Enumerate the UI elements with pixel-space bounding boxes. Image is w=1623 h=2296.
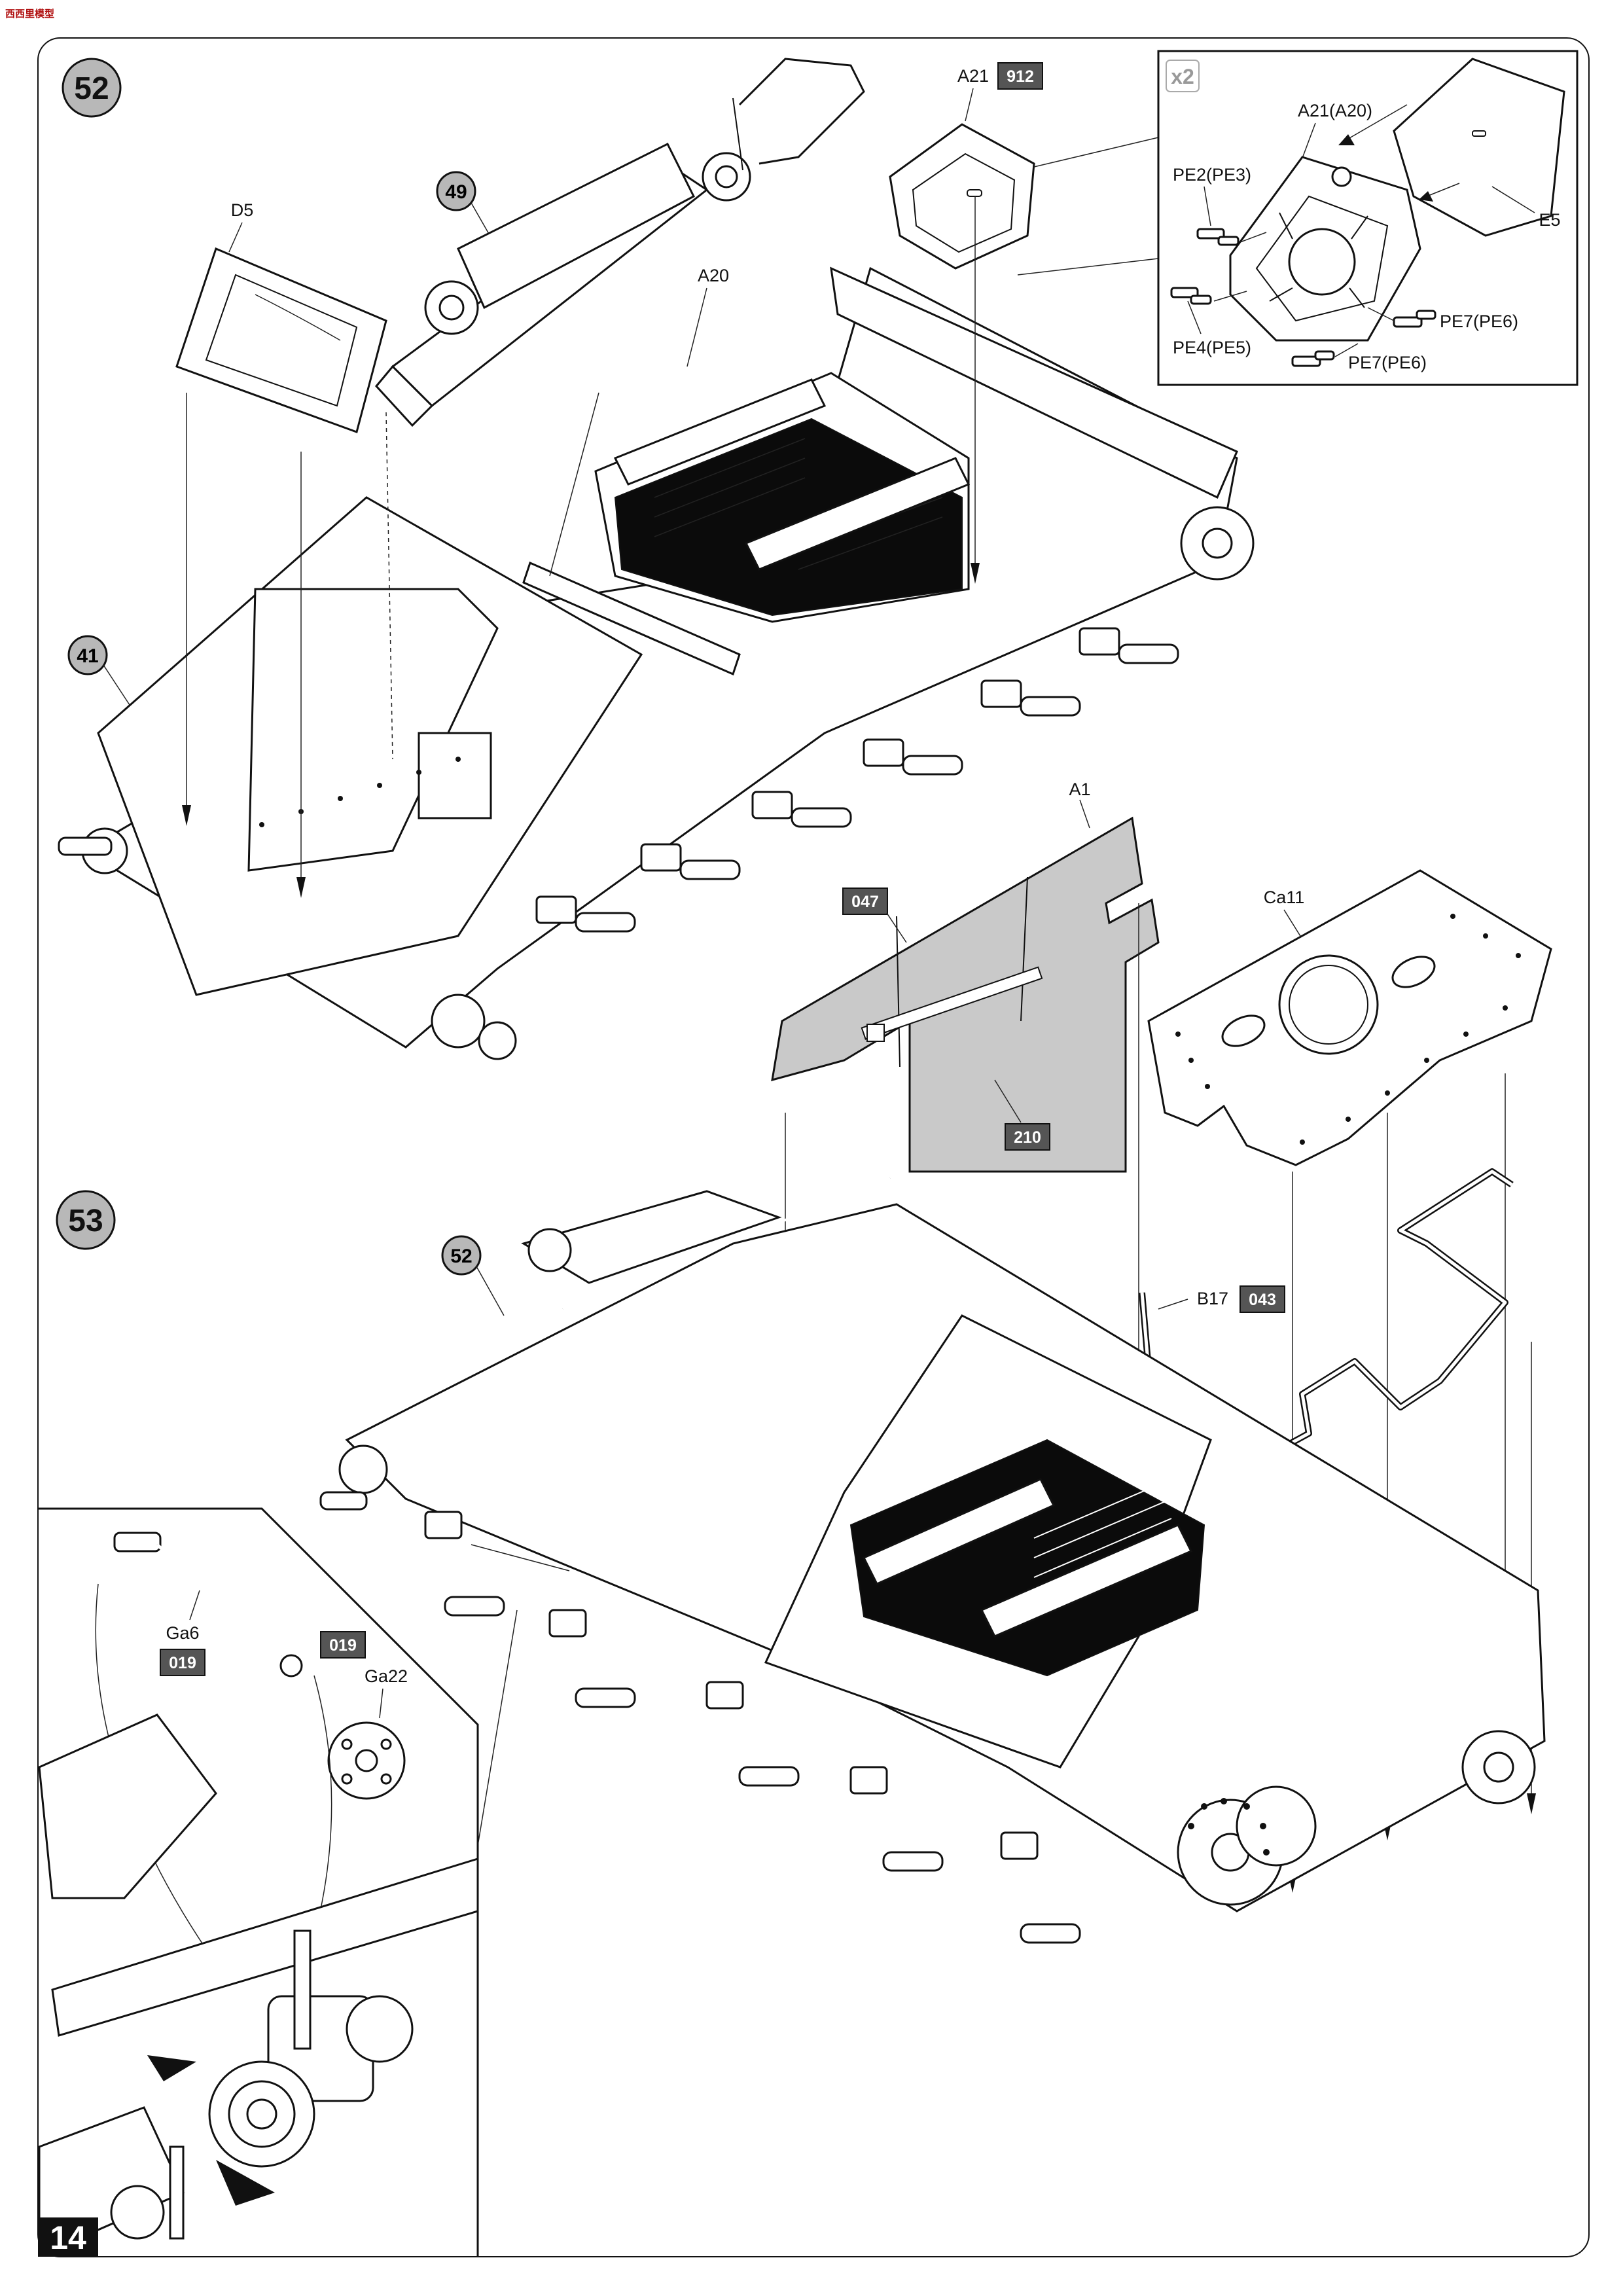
- ref-52-text: 52: [450, 1246, 472, 1267]
- brand-logo: 西西里模型: [3, 3, 54, 26]
- part-Ca11: [1147, 869, 1552, 1166]
- label-B17: B17: [1197, 1289, 1228, 1308]
- part-Ga22: [327, 1721, 406, 1800]
- paint-code-047: 047: [851, 893, 879, 911]
- guide-line: [385, 412, 393, 760]
- part-Ga6: [113, 1532, 303, 1677]
- paint-code-210: 210: [1014, 1128, 1041, 1147]
- page-number-badge: 14: [38, 2217, 98, 2257]
- hull-assembly-step53: [319, 1177, 1546, 1944]
- arrow: [971, 196, 980, 584]
- detail-inset: Ga6 019 019 Ga22: [38, 1507, 479, 2257]
- paint-code-912: 912: [1007, 67, 1034, 86]
- label-A1: A1: [1069, 780, 1090, 799]
- paint-code-043: 043: [1249, 1291, 1276, 1309]
- paint-badge-047: 047: [842, 888, 888, 915]
- ref-41-text: 41: [77, 645, 98, 667]
- page-frame: [37, 37, 1590, 2257]
- part-D5: [175, 247, 387, 433]
- label-Ca11: Ca11: [1264, 888, 1305, 907]
- label-PE2-PE3: PE2(PE3): [1173, 165, 1251, 185]
- label-Ga6: Ga6: [166, 1623, 199, 1643]
- guide-line: [549, 392, 599, 577]
- paint-code-019-b: 019: [329, 1636, 357, 1655]
- step-53-marker: 53: [56, 1190, 116, 1250]
- ref-49-marker: 49: [436, 171, 498, 249]
- detail-callout-box: x2 A21(A20) E5 PE2(PE3) PE4(PE5) PE7(PE6…: [1157, 50, 1578, 386]
- zoom-line: [471, 1544, 570, 1571]
- label-Ga22: Ga22: [365, 1666, 408, 1686]
- hull-assembly-step52: [58, 266, 1255, 1060]
- label-A21: A21: [957, 66, 989, 86]
- paint-badge-210: 210: [1005, 1123, 1050, 1151]
- ref-52-marker: 52: [441, 1235, 505, 1316]
- label-A20: A20: [698, 266, 729, 285]
- paint-badge-019a: 019: [160, 1649, 205, 1676]
- winch-assembly: [375, 58, 865, 427]
- label-PE7-PE6-b: PE7(PE6): [1348, 353, 1427, 372]
- step-52-number: 52: [74, 71, 109, 106]
- step-52-marker: 52: [62, 58, 122, 118]
- label-D5: D5: [231, 200, 254, 220]
- zoom-line: [1017, 258, 1159, 276]
- page-number: 14: [50, 2219, 86, 2256]
- quantity-multiplier: x2: [1171, 65, 1194, 88]
- zoom-line: [1033, 137, 1159, 168]
- label-PE7-PE6-a: PE7(PE6): [1440, 312, 1518, 331]
- zoom-line: [477, 1609, 518, 1846]
- paint-badge-043: 043: [1240, 1285, 1285, 1313]
- ref-41-marker: 41: [67, 635, 132, 708]
- paint-badge-912: 912: [997, 62, 1043, 90]
- part-A21: [889, 123, 1035, 270]
- label-E5: E5: [1539, 210, 1560, 230]
- brand-logo-text: 西西里模型: [5, 8, 54, 20]
- arrow: [182, 393, 306, 898]
- label-PE4-PE5: PE4(PE5): [1173, 338, 1251, 357]
- label-A21-A20: A21(A20): [1298, 101, 1372, 120]
- part-A1: [771, 816, 1160, 1173]
- ref-49-text: 49: [445, 181, 467, 203]
- paint-badge-019b: 019: [320, 1631, 366, 1659]
- paint-code-019-a: 019: [169, 1654, 196, 1672]
- step-53-number: 53: [68, 1204, 103, 1238]
